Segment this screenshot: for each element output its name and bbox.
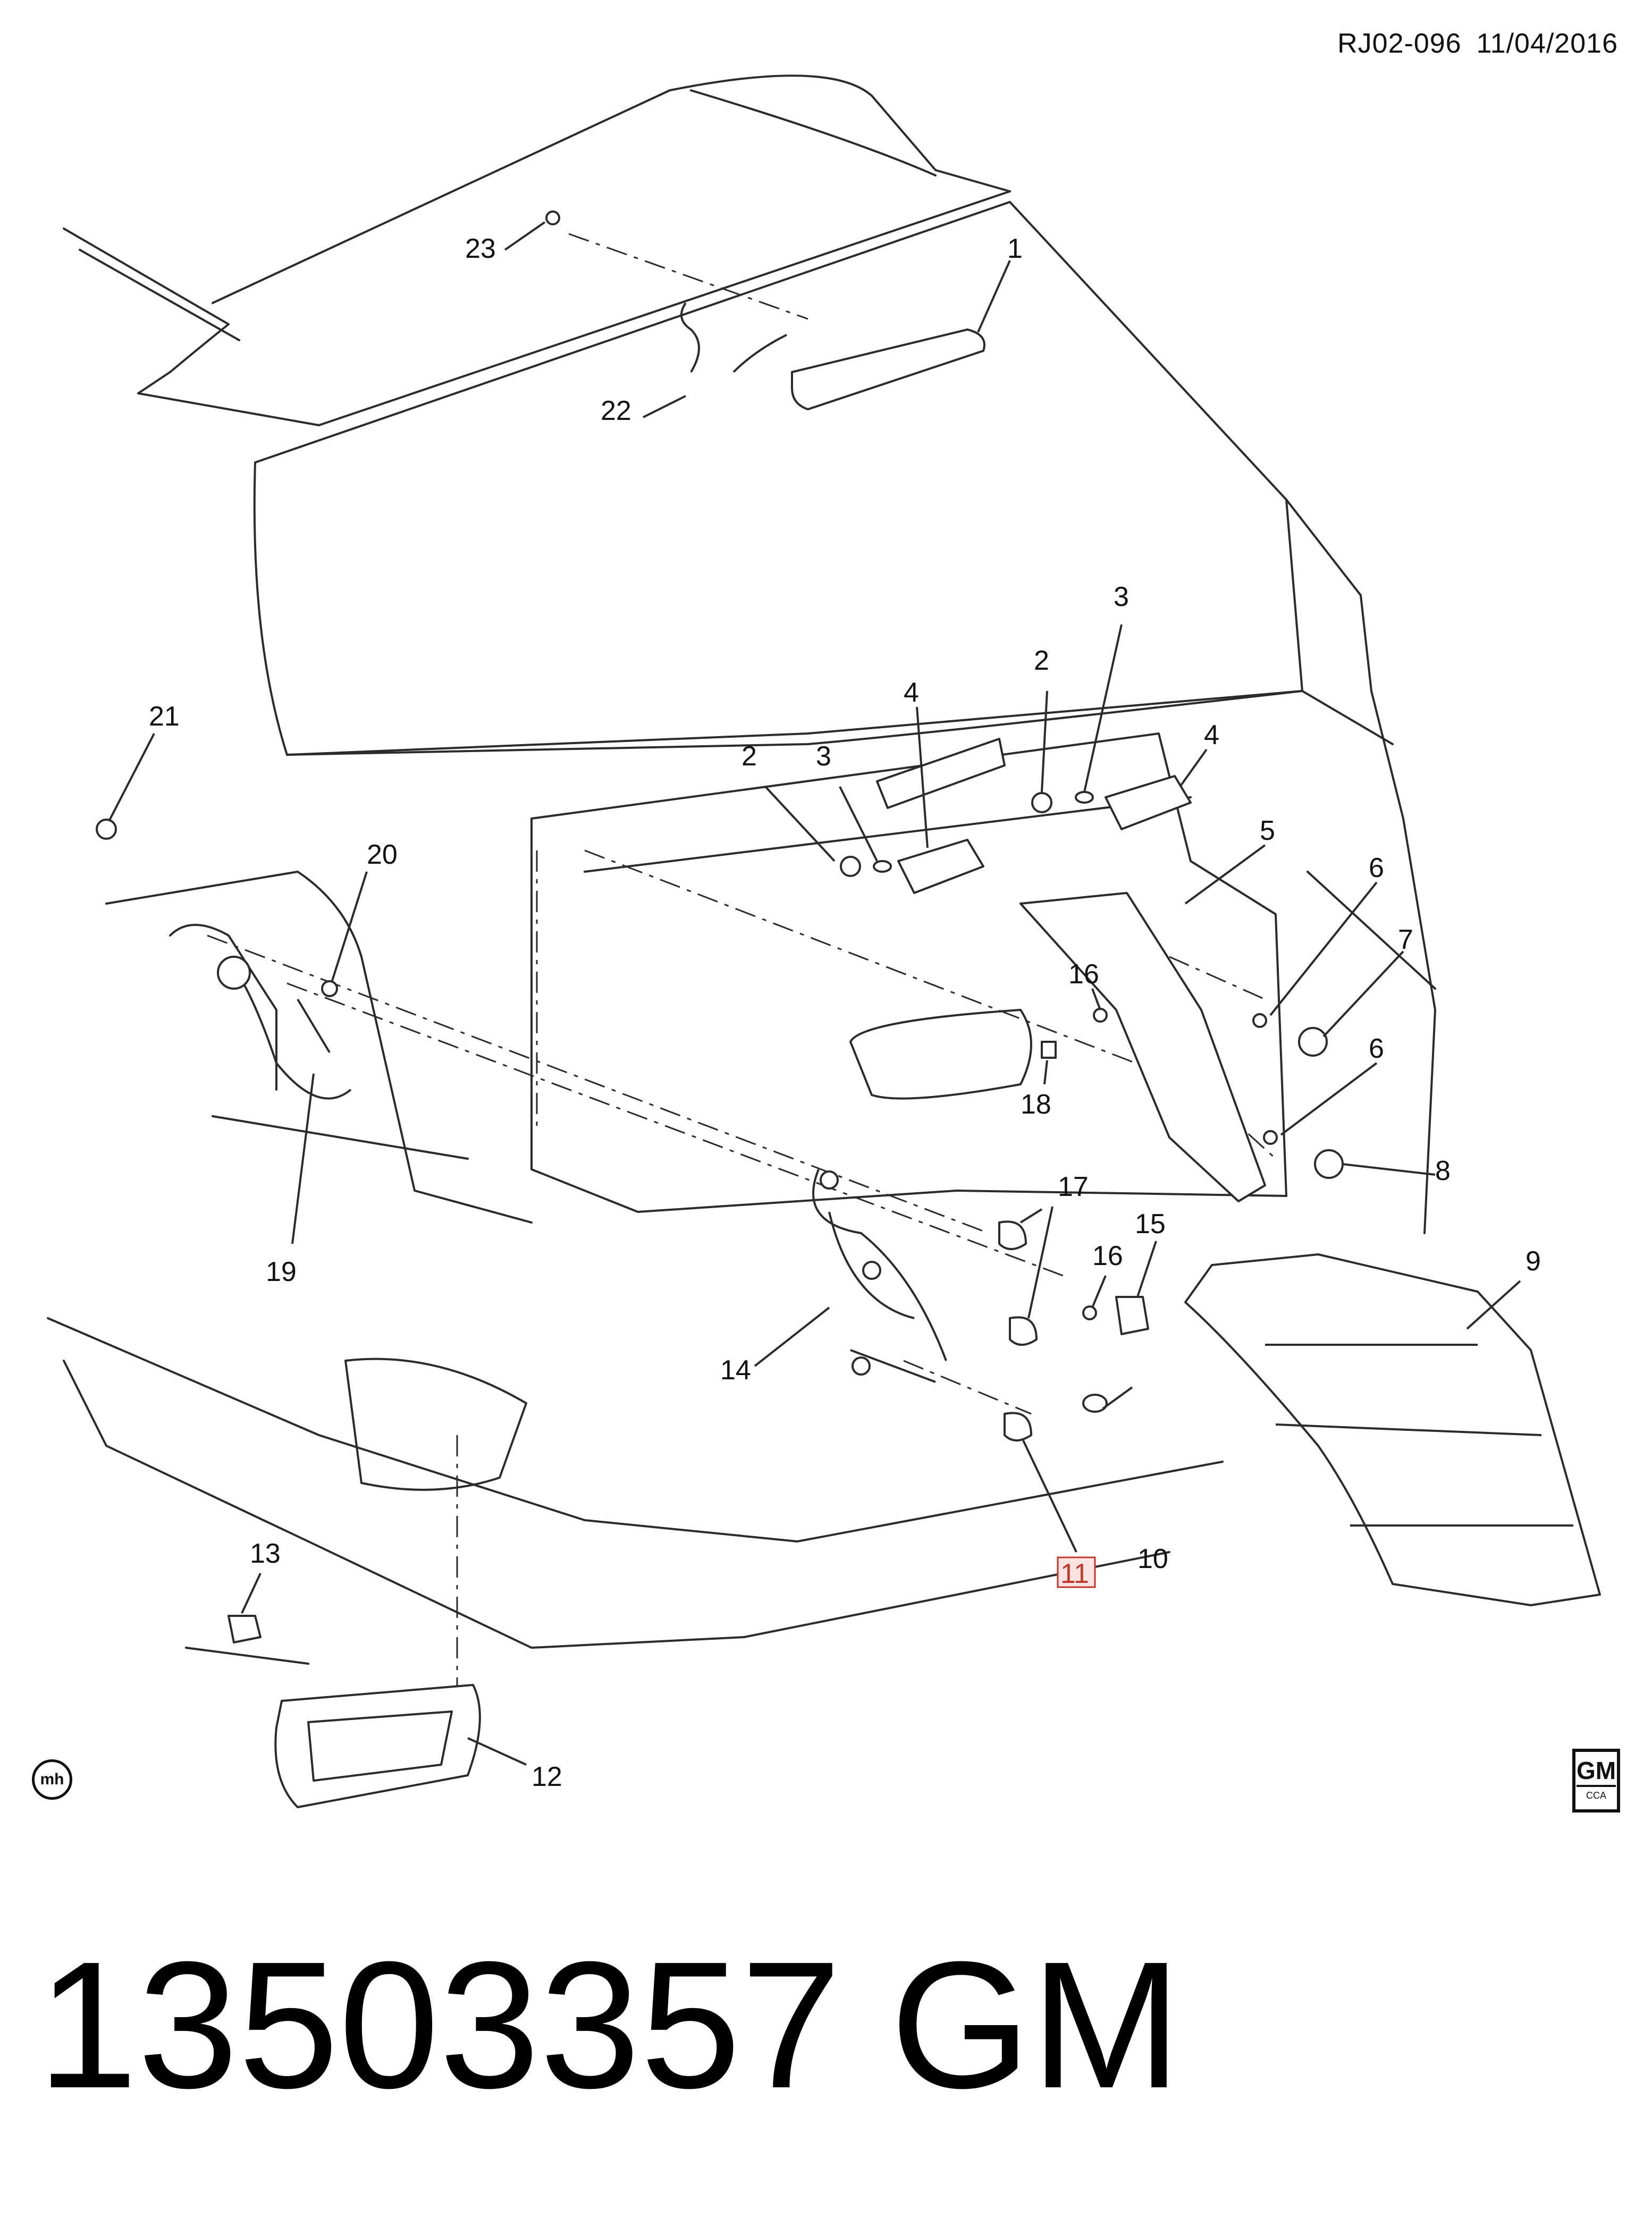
diagram-header: RJ02-096 11/04/2016: [1322, 28, 1618, 60]
callout-4b: 4: [1204, 720, 1219, 751]
callout-8: 8: [1435, 1156, 1451, 1186]
screw-23: [545, 210, 560, 225]
diagram-date: 11/04/2016: [1476, 28, 1618, 59]
callout-10: 10: [1137, 1544, 1168, 1574]
parts: [96, 210, 1601, 1808]
callout-3b: 3: [1114, 581, 1129, 612]
brand-name: GM: [890, 1924, 1182, 2126]
part-number: 13503357: [37, 1924, 841, 2126]
mh-logo-text: mh: [40, 1771, 64, 1788]
bulb-17-upper: [998, 1220, 1027, 1250]
callout-15: 15: [1135, 1209, 1166, 1240]
callout-14: 14: [720, 1355, 751, 1386]
callout-2b: 2: [1034, 645, 1049, 676]
callout-19: 19: [266, 1257, 297, 1287]
rear-fog-lamp-12: [274, 1684, 481, 1808]
callout-11: 11: [1060, 1558, 1089, 1589]
callout-6b: 6: [1369, 1033, 1384, 1064]
callout-6: 6: [1369, 853, 1384, 883]
plug-7: [1298, 1027, 1328, 1057]
bolt-13: [227, 1615, 262, 1643]
harness-19: [233, 966, 352, 1100]
guide-lines: [207, 233, 1277, 1701]
callout-2: 2: [741, 741, 757, 772]
bulb-17-lower: [1009, 1316, 1038, 1346]
chevrolet-badge: [876, 738, 1006, 809]
nut-20: [321, 980, 338, 997]
tail-lamp-bracket: [1019, 892, 1266, 1202]
rear-harness-14: [812, 1169, 947, 1383]
callout-3: 3: [816, 741, 831, 772]
callout-22: 22: [601, 395, 631, 426]
callout-12: 12: [532, 1761, 562, 1792]
screw-6-upper: [1252, 1013, 1267, 1028]
bulb-10: [1082, 1394, 1108, 1413]
socket-15: [1115, 1296, 1149, 1335]
callout-18: 18: [1021, 1089, 1051, 1120]
callout-21: 21: [149, 701, 180, 732]
callout-7: 7: [1398, 924, 1413, 955]
callout-labels: 1 2 2 3 3 4 4 5 6 6 7 8 9 10 11 12 13 14…: [149, 233, 1541, 1792]
bulb-3-left: [873, 860, 892, 873]
leader-lines: [108, 221, 1521, 1766]
callout-23: 23: [465, 233, 496, 264]
nut-21: [96, 819, 117, 840]
gm-logo-text: GM: [1576, 1756, 1616, 1787]
clip-18: [1041, 1041, 1057, 1059]
cca-logo-text: CCA: [1586, 1790, 1606, 1801]
exploded-parts-diagram: 1 2 2 3 3 4 4 5 6 6 7 8 9 10 11 12 13 14…: [47, 74, 1601, 1808]
callout-1: 1: [1007, 233, 1023, 264]
plug-8: [1314, 1149, 1344, 1179]
license-lamp-left: [897, 839, 984, 894]
bulb-11: [1004, 1412, 1032, 1442]
high-mount-stop-lamp: [791, 328, 985, 410]
diagram-id: RJ02-096: [1337, 28, 1462, 59]
callout-11-highlight: [1057, 1556, 1096, 1588]
callout-16b: 16: [1092, 1241, 1123, 1271]
gm-cca-logo: GM CCA: [1572, 1749, 1620, 1813]
callout-9: 9: [1525, 1246, 1541, 1277]
callout-5: 5: [1260, 815, 1275, 846]
callout-16: 16: [1068, 959, 1099, 990]
license-lamp-right: [1105, 775, 1192, 830]
vehicle-outline: [47, 74, 1436, 1665]
nut-16-upper: [1093, 1008, 1108, 1023]
socket-2-left: [840, 856, 861, 877]
socket-2-right: [1031, 792, 1052, 813]
callout-17: 17: [1058, 1171, 1089, 1202]
nut-16-lower: [1082, 1305, 1097, 1320]
bulb-3-right: [1075, 791, 1094, 804]
callout-13: 13: [250, 1538, 281, 1569]
mh-logo: mh: [32, 1759, 72, 1800]
callout-20: 20: [367, 839, 398, 870]
screw-6-lower: [1263, 1130, 1278, 1145]
harness-22: [680, 302, 787, 373]
callout-4: 4: [904, 677, 919, 708]
